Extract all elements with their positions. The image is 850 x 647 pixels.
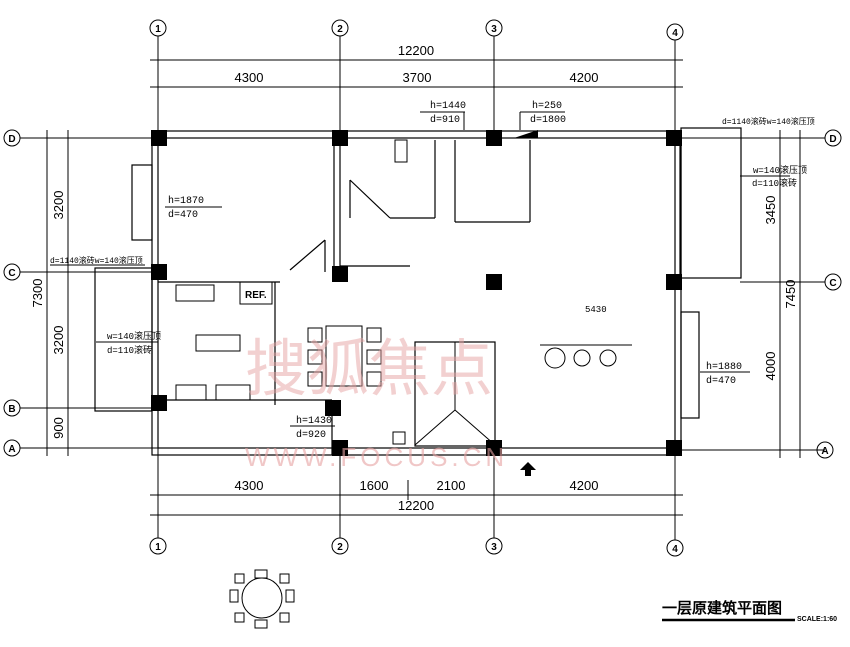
annotations: h=1870 d=470 h=1440 d=910 h=250 d=1800 d… [50, 100, 815, 441]
dim-bottom-1: 4300 [235, 478, 264, 493]
watermark-url: WWW.FOCUS.CN [245, 442, 508, 472]
axis-A-left: A [8, 444, 15, 455]
note-h1870: h=1870 [168, 195, 204, 207]
drawing-scale: SCALE:1:60 [797, 616, 837, 623]
axis-D-right: D [829, 134, 836, 145]
note-h250: h=250 [532, 100, 562, 112]
level-mark: 5430 [585, 305, 607, 315]
note-d1800: d=1800 [530, 114, 566, 126]
note-h1880: h=1880 [706, 361, 742, 373]
dim-right-2: 4000 [763, 352, 778, 381]
axis-D-left: D [8, 134, 15, 145]
dining-table-icon [325, 325, 363, 387]
dim-left-3: 900 [51, 417, 66, 439]
axis-B-left: B [8, 404, 15, 415]
drawing-title: 一层原建筑平面图 [662, 599, 782, 617]
axis-1-top: 1 [155, 24, 161, 35]
dim-left-total: 7300 [30, 279, 45, 308]
axis-2-bottom: 2 [337, 542, 343, 553]
stove-icon [175, 384, 207, 401]
note-h1440: h=1440 [430, 100, 466, 112]
note-h1430: h=1430 [296, 415, 332, 427]
axis-C-left: C [8, 268, 15, 279]
sink-icon [175, 284, 215, 302]
dim-bottom-3: 2100 [437, 478, 466, 493]
dim-right-total: 7450 [783, 280, 798, 309]
dim-bottom-2: 1600 [360, 478, 389, 493]
axis-A-right: A [821, 446, 828, 457]
toilet-icon [394, 139, 408, 163]
axis-3-bottom: 3 [491, 542, 497, 553]
note-left-w: w=140滚压顶 [107, 330, 161, 342]
furniture: REF. [175, 139, 632, 629]
axis-2-top: 2 [337, 24, 343, 35]
note-d920: d=920 [296, 429, 326, 441]
cooktop-icon [195, 334, 241, 352]
axis-4-bottom: 4 [672, 544, 678, 555]
watermark-logo: 搜狐焦点 [245, 332, 493, 405]
entrance-arrow-icon [520, 462, 536, 476]
dim-top-1: 4300 [235, 70, 264, 85]
axis-C-right: C [829, 278, 836, 289]
note-left-d2: d=110滚砖 [107, 344, 152, 356]
round-table-icon [241, 577, 283, 619]
note-right-d: d=110滚砖 [752, 177, 797, 189]
dim-left-1: 3200 [51, 191, 66, 220]
axis-4-top: 4 [672, 28, 678, 39]
note-d910: d=910 [430, 114, 460, 126]
dim-left-2: 3200 [51, 326, 66, 355]
axis-bubbles: 1 2 3 4 1 2 3 4 D C B A D C A [3, 19, 842, 557]
note-right-w: w=140滚压顶 [753, 164, 807, 176]
dim-top-2: 3700 [403, 70, 432, 85]
dim-top-3: 4200 [570, 70, 599, 85]
dim-bottom-total: 12200 [398, 498, 434, 513]
dim-bottom-4: 4200 [570, 478, 599, 493]
dim-top-total: 12200 [398, 43, 434, 58]
note-d470b: d=470 [706, 375, 736, 387]
axis-1-bottom: 1 [155, 542, 161, 553]
dimension-lines [46, 59, 801, 516]
note-d470: d=470 [168, 209, 198, 221]
dim-right-1: 3450 [763, 196, 778, 225]
fridge-label: REF. [245, 290, 267, 301]
axis-3-top: 3 [491, 24, 497, 35]
note-left-d: d=1140滚砖w=140滚压顶 [50, 255, 143, 266]
structural-columns [151, 130, 682, 456]
note-top-right-d: d=1140滚砖w=140滚压顶 [722, 116, 815, 127]
walls [94, 127, 742, 456]
